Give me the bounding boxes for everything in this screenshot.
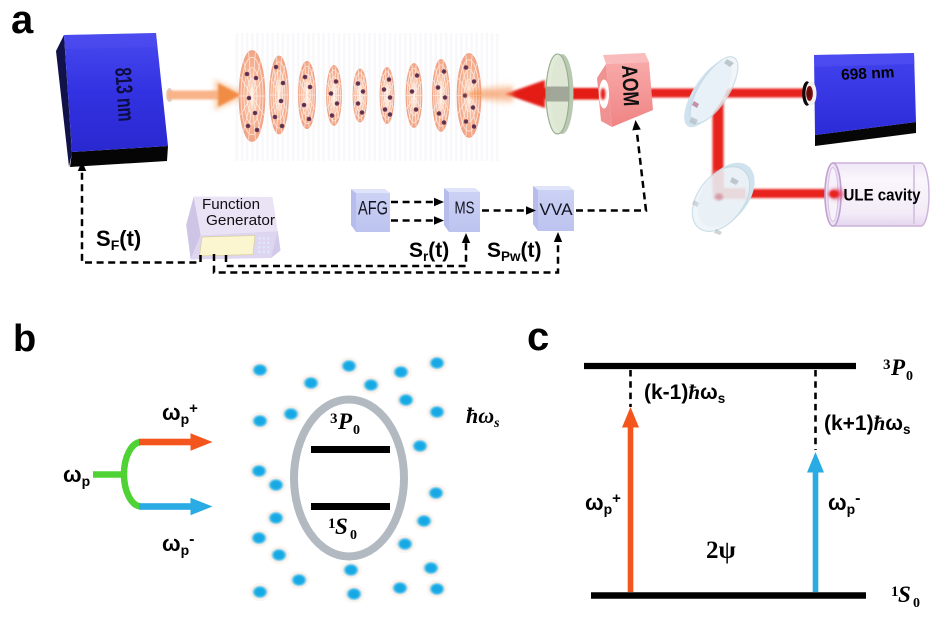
svg-text:P: P xyxy=(890,355,906,380)
svg-text:ħωs: ħωs xyxy=(466,403,500,431)
svg-text:AOM: AOM xyxy=(617,64,644,106)
svg-text:ωp: ωp xyxy=(63,462,90,489)
svg-text:813 nm: 813 nm xyxy=(110,67,140,123)
svg-text:0: 0 xyxy=(913,596,920,611)
svg-text:SPw(t): SPw(t) xyxy=(487,239,542,264)
svg-text:(k+1)ħωs: (k+1)ħωs xyxy=(824,411,911,437)
svg-text:1: 1 xyxy=(328,516,336,532)
svg-text:0: 0 xyxy=(353,423,360,438)
svg-text:698 nm: 698 nm xyxy=(841,64,895,84)
svg-text:SF(t): SF(t) xyxy=(96,226,141,253)
svg-text:S: S xyxy=(898,582,911,607)
svg-text:1: 1 xyxy=(891,584,899,600)
svg-text:VVA: VVA xyxy=(540,201,573,219)
svg-text:MS: MS xyxy=(455,198,475,218)
svg-text:ULE cavity: ULE cavity xyxy=(844,187,922,205)
svg-text:ωp-: ωp- xyxy=(828,490,860,517)
svg-text:P: P xyxy=(337,409,353,434)
svg-text:0: 0 xyxy=(350,528,357,543)
svg-text:ωp+: ωp+ xyxy=(585,490,621,517)
svg-text:2ψ: 2ψ xyxy=(706,537,736,564)
svg-text:Sr(t): Sr(t) xyxy=(409,239,449,264)
svg-text:Generator: Generator xyxy=(206,213,275,229)
svg-text:ωp-: ωp- xyxy=(162,531,194,558)
svg-text:ωp+: ωp+ xyxy=(162,400,198,427)
svg-text:3: 3 xyxy=(330,411,338,427)
svg-text:(k-1)ħωs: (k-1)ħωs xyxy=(644,380,725,406)
svg-text:0: 0 xyxy=(906,369,913,384)
svg-text:3: 3 xyxy=(883,357,891,373)
svg-text:b: b xyxy=(13,318,36,360)
svg-text:a: a xyxy=(11,0,34,42)
svg-text:c: c xyxy=(527,315,549,359)
svg-text:Function: Function xyxy=(202,197,260,213)
svg-text:S: S xyxy=(335,514,348,539)
svg-text:AFG: AFG xyxy=(358,198,388,220)
